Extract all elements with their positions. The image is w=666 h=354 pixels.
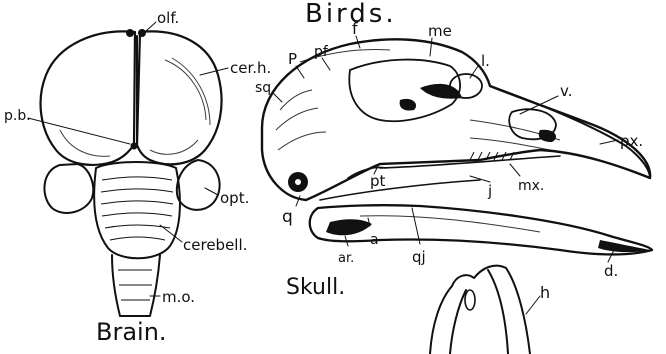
bone-right-shaft [488,268,530,354]
label-pt: pt [370,172,386,190]
label-l: l. [481,52,490,70]
label-v: v. [560,82,572,100]
label-opt: opt. [220,189,249,207]
label-me: me [428,22,452,40]
cranium [262,39,650,200]
label-qj: qj [412,248,426,266]
skull-caption: Skull. [286,275,345,300]
label-ar: ar. [338,251,354,266]
label-q: q [282,207,293,227]
label-olf: olf. [157,9,179,27]
label-mx: mx. [518,178,544,194]
label-sq: sq. [255,80,276,96]
label-px: px. [620,132,643,150]
label-d: d. [604,262,618,280]
right-cerebral-hemisphere [137,31,222,164]
brain-diagram: olf. cer.h. p.b. opt. cerebell. m.o. Bra… [4,9,271,346]
label-pf: pf [314,44,329,60]
bone-fragment-diagram: h [430,266,550,354]
bone-left-shaft [430,286,466,354]
label-h: h [540,283,550,302]
label-j: j [487,182,492,200]
label-mo: m.o. [162,288,195,306]
skull-diagram: pf f me P sq. l. v. px. pt mx. j q qj ar… [255,19,652,300]
optic-lobe-right [177,160,220,210]
pineal-body [131,143,138,150]
left-cerebral-hemisphere [41,31,135,164]
label-cerebell: cerebell. [183,236,247,254]
label-pb: p.b. [4,108,31,124]
label-p: P [288,50,297,68]
brain-caption: Brain. [96,318,167,346]
bone-head [452,266,506,286]
label-cerh: cer.h. [230,59,271,77]
plate-title-fragment: Birds. [305,0,397,29]
articular [326,219,372,235]
label-f: f [352,19,358,38]
olfactory-lobe-left [126,29,134,37]
olfactory-lobe-right [138,29,146,37]
quadratojugal-bar [320,180,480,200]
optic-lobe-left [44,164,93,213]
label-a: a [370,232,379,248]
